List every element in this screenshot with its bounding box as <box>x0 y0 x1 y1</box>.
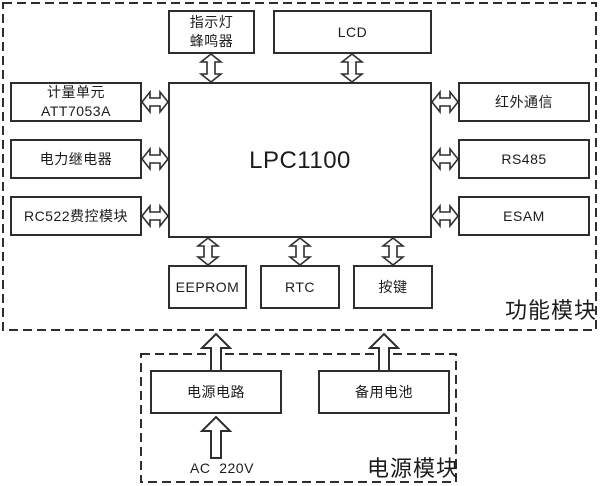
bidirectional-arrow-cpu-eeprom <box>195 236 221 267</box>
power-circuit-label: 电源电路 <box>187 383 245 400</box>
keys-box: 按键 <box>353 265 433 309</box>
bidirectional-arrow-cpu-infrared <box>430 89 460 115</box>
indicator-label-line2: 蜂鸣器 <box>189 33 234 49</box>
bidirectional-arrow-metering-cpu <box>140 89 170 115</box>
function-module-label: 功能模块 <box>505 298 598 323</box>
rtc-label: RTC <box>284 278 316 295</box>
infrared-label: 红外通信 <box>495 93 553 110</box>
bidirectional-arrow-cpu-rtc <box>287 236 313 267</box>
esam-box: ESAM <box>458 196 590 236</box>
backup-battery-label: 备用电池 <box>355 383 413 400</box>
indicator-label-line1: 指示灯 <box>189 14 234 30</box>
function-module-dashed-border <box>2 2 597 331</box>
rtc-box: RTC <box>260 265 340 309</box>
keys-label: 按键 <box>378 278 408 295</box>
up-arrow-power-circuit-to-function-module <box>199 332 233 372</box>
power-module-label: 电源模块 <box>367 456 460 481</box>
power-relay-label: 电力继电器 <box>39 150 113 167</box>
infrared-comm-box: 红外通信 <box>458 82 590 122</box>
rs485-label: RS485 <box>501 150 547 167</box>
rc522-label: RC522费控模块 <box>23 207 129 224</box>
lcd-box: LCD <box>273 10 432 54</box>
metering-label-line2: ATT7053A <box>41 103 111 119</box>
rs485-box: RS485 <box>458 139 590 179</box>
metering-unit-box: 计量单元 ATT7053A <box>10 82 142 122</box>
bidirectional-arrow-indicator-cpu <box>198 52 224 84</box>
power-module-dashed-border <box>140 353 457 483</box>
up-arrow-ac-to-power-circuit <box>199 415 233 459</box>
cpu-label: LPC1100 <box>249 146 351 174</box>
power-circuit-box: 电源电路 <box>150 370 282 414</box>
up-arrow-battery-to-function-module <box>367 332 401 372</box>
eeprom-box: EEPROM <box>168 265 247 309</box>
lcd-label: LCD <box>337 23 368 40</box>
bidirectional-arrow-relay-cpu <box>140 146 170 172</box>
bidirectional-arrow-lcd-cpu <box>339 52 365 84</box>
bidirectional-arrow-cpu-keys <box>380 236 406 267</box>
bidirectional-arrow-rc522-cpu <box>140 203 170 229</box>
indicator-buzzer-box: 指示灯 蜂鸣器 <box>168 10 255 54</box>
rc522-fee-control-box: RC522费控模块 <box>10 196 142 236</box>
backup-battery-box: 备用电池 <box>318 370 450 414</box>
cpu-lpc1100-box: LPC1100 <box>168 82 432 238</box>
ac-220v-label: AC 220V <box>190 460 254 476</box>
power-relay-box: 电力继电器 <box>10 139 142 179</box>
bidirectional-arrow-cpu-esam <box>430 203 460 229</box>
esam-label: ESAM <box>503 207 545 224</box>
eeprom-label: EEPROM <box>175 278 240 295</box>
metering-label-line1: 计量单元 <box>47 84 105 100</box>
bidirectional-arrow-cpu-rs485 <box>430 146 460 172</box>
